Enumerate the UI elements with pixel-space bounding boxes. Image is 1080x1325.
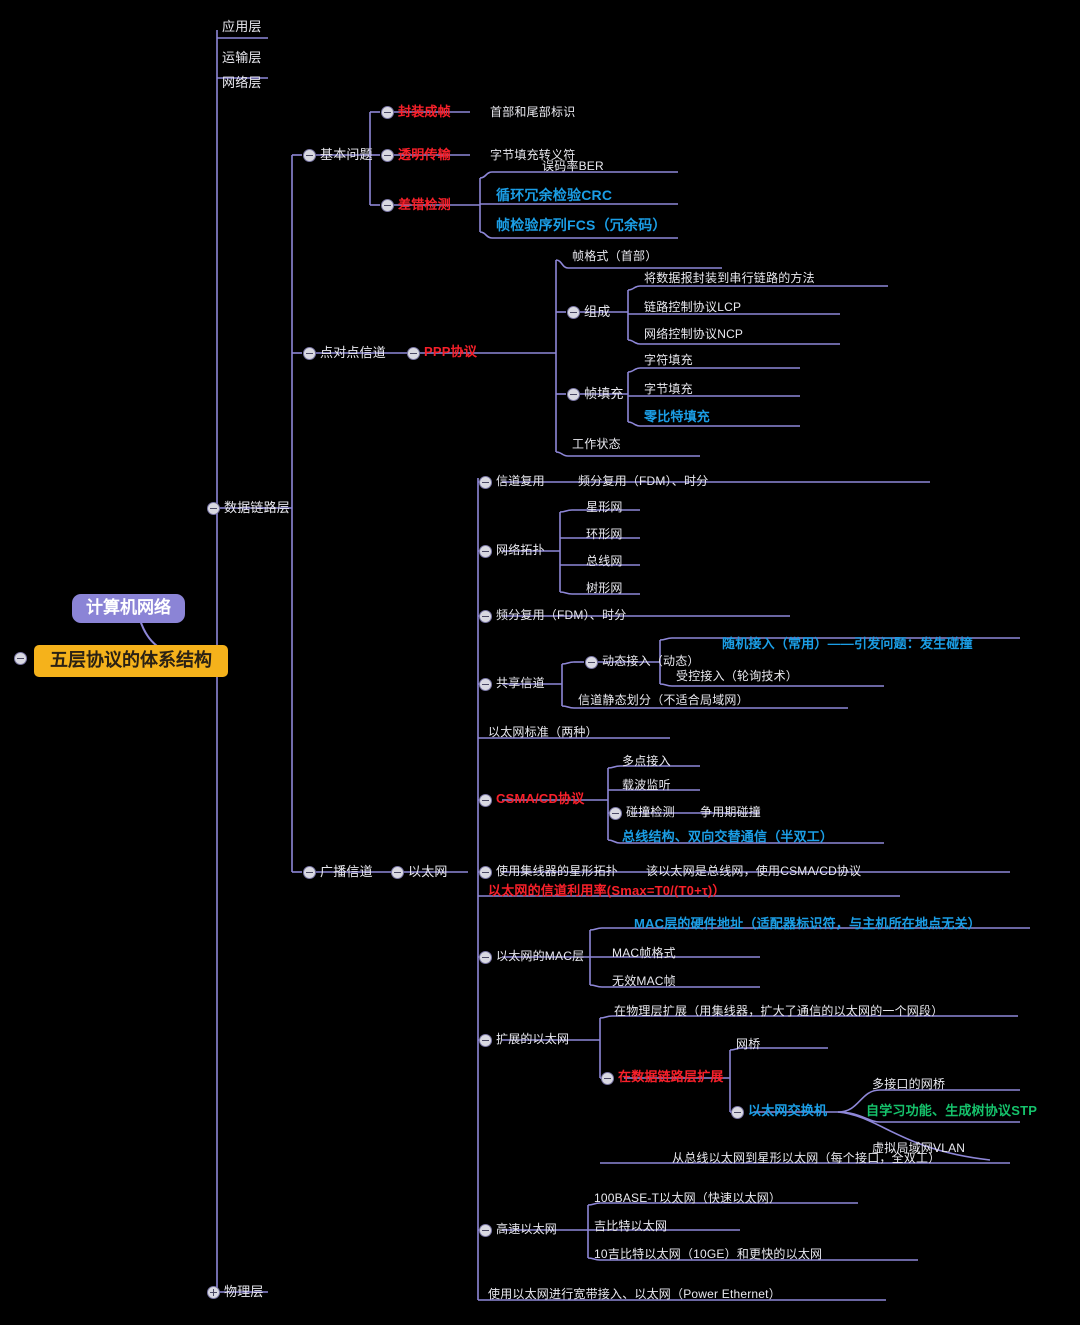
node-ppp-states[interactable]: 工作状态 <box>572 437 621 451</box>
shared-channel-expander[interactable] <box>479 678 492 691</box>
mac-layer-expander[interactable] <box>479 951 492 964</box>
node-multipoint-access[interactable]: 多点接入 <box>622 754 671 768</box>
node-static-channel-division[interactable]: 信道静态划分（不适合局域网） <box>578 693 749 707</box>
media-expander[interactable] <box>479 610 492 623</box>
topic-node[interactable]: 五层协议的体系结构 <box>34 645 228 677</box>
node-bridge[interactable]: 网桥 <box>736 1037 761 1051</box>
node-channel-media[interactable]: 频分复用（FDM）、时分 <box>496 608 627 622</box>
node-zero-bit-stuffing[interactable]: 零比特填充 <box>644 409 711 424</box>
node-multiport-bridge[interactable]: 多接口的网桥 <box>872 1077 946 1091</box>
node-shared-channel[interactable]: 共享信道 <box>496 676 545 690</box>
node-error-detection[interactable]: 差错检测 <box>398 197 451 212</box>
note-transparent-transmission: 字节填充转义符 <box>490 148 576 162</box>
node-ppp-stuffing[interactable]: 帧填充 <box>584 386 624 401</box>
note-ber: 误码率BER <box>542 159 604 173</box>
ppp-stuffing-expander[interactable] <box>567 388 580 401</box>
node-byte-stuffing[interactable]: 字节填充 <box>644 382 693 396</box>
node-broadband-access[interactable]: 使用以太网进行宽带接入、以太网（Power Ethernet） <box>488 1287 781 1301</box>
note-contention-period: 争用期碰撞 <box>700 805 762 819</box>
note-ppp-stuffing: 字符填充 <box>644 353 693 367</box>
transparent-expander[interactable] <box>381 149 394 162</box>
node-lcp[interactable]: 链路控制协议LCP <box>644 300 742 314</box>
error-detect-expander[interactable] <box>381 199 394 212</box>
mux-expander[interactable] <box>479 476 492 489</box>
dynamic-access-expander[interactable] <box>585 656 598 669</box>
node-fast-ethernet[interactable]: 高速以太网 <box>496 1222 558 1236</box>
note-bus-to-star-ethernet: 从总线以太网到星形以太网（每个接口，全双工） <box>672 1151 941 1165</box>
node-point-to-point[interactable]: 点对点信道 <box>320 345 387 360</box>
hub-topology-expander[interactable] <box>479 866 492 879</box>
node-datalink-extension[interactable]: 在数据链路层扩展 <box>618 1069 724 1084</box>
node-bus-halfduplex[interactable]: 总线结构、双向交替通信（半双工） <box>622 829 834 844</box>
note-ppp-composition: 将数据报封装到串行链路的方法 <box>644 271 815 285</box>
layer-application[interactable]: 应用层 <box>222 19 262 34</box>
layer-transport[interactable]: 运输层 <box>222 50 262 65</box>
framing-expander[interactable] <box>381 106 394 119</box>
layer-physical-expander[interactable] <box>207 1286 220 1299</box>
node-collision-detection[interactable]: 碰撞检测 <box>626 805 675 819</box>
node-invalid-mac-frame[interactable]: 无效MAC帧 <box>612 974 676 988</box>
broadcast-expander[interactable] <box>303 866 316 879</box>
node-100base-t[interactable]: 100BASE-T以太网（快速以太网） <box>594 1191 782 1205</box>
node-extended-ethernet[interactable]: 扩展的以太网 <box>496 1032 570 1046</box>
layer-network[interactable]: 网络层 <box>222 75 262 90</box>
node-fcs[interactable]: 帧检验序列FCS（冗余码） <box>496 217 667 233</box>
fast-ethernet-expander[interactable] <box>479 1224 492 1237</box>
node-10ge-ethernet[interactable]: 10吉比特以太网（10GE）和更快的以太网 <box>594 1247 823 1261</box>
node-basic-problem[interactable]: 基本问题 <box>320 147 373 162</box>
node-broadcast-channel[interactable]: 广播信道 <box>320 864 373 879</box>
node-vlan[interactable]: 虚拟局域网VLAN <box>872 1141 966 1155</box>
datalink-extension-expander[interactable] <box>601 1072 614 1085</box>
node-gigabit-ethernet[interactable]: 吉比特以太网 <box>594 1219 668 1233</box>
node-dynamic-access[interactable]: 动态接入（动态） <box>602 654 700 668</box>
node-mac-hardware-address[interactable]: MAC层的硬件地址（适配器标识符，与主机所在地点无关） <box>634 916 982 931</box>
ethernet-expander[interactable] <box>391 866 404 879</box>
ppp-expander[interactable] <box>407 347 420 360</box>
node-mac-layer[interactable]: 以太网的MAC层 <box>496 949 585 963</box>
csmacd-expander[interactable] <box>479 794 492 807</box>
node-hub-star-topology[interactable]: 使用集线器的星形拓扑 <box>496 864 619 878</box>
node-random-access[interactable]: 随机接入（常用）——引发问题：发生碰撞 <box>722 636 973 651</box>
node-star-network[interactable]: 星形网 <box>586 500 623 514</box>
topology-expander[interactable] <box>479 545 492 558</box>
node-ppp-frame-format[interactable]: 帧格式（首部） <box>572 249 658 263</box>
p2p-expander[interactable] <box>303 347 316 360</box>
node-tree-network[interactable]: 树形网 <box>586 581 623 595</box>
node-ncp[interactable]: 网络控制协议NCP <box>644 327 744 341</box>
node-ppp-protocol[interactable]: PPP协议 <box>424 344 478 359</box>
node-mac-frame-format[interactable]: MAC帧格式 <box>612 946 676 960</box>
root-node[interactable]: 计算机网络 <box>72 594 185 623</box>
note-channel-multiplexing: 频分复用（FDM）、时分 <box>578 474 709 488</box>
node-csmacd-protocol[interactable]: CSMA/CD协议 <box>496 791 585 806</box>
switch-expander[interactable] <box>731 1106 744 1119</box>
node-ethernet[interactable]: 以太网 <box>408 864 448 879</box>
extended-ethernet-expander[interactable] <box>479 1034 492 1047</box>
node-network-topology[interactable]: 网络拓扑 <box>496 543 545 557</box>
node-ethernet-switch[interactable]: 以太网交换机 <box>748 1103 828 1118</box>
node-carrier-sense[interactable]: 载波监听 <box>622 778 671 792</box>
layer-datalink[interactable]: 数据链路层 <box>224 500 291 515</box>
node-channel-utilization[interactable]: 以太网的信道利用率(Smax=T0/(T0+τ)） <box>488 883 726 898</box>
node-self-learning-stp[interactable]: 自学习功能、生成树协议STP <box>866 1103 1038 1118</box>
note-framing: 首部和尾部标识 <box>490 105 576 119</box>
node-ppp-composition[interactable]: 组成 <box>584 304 611 319</box>
node-ring-network[interactable]: 环形网 <box>586 527 623 541</box>
node-controlled-access[interactable]: 受控接入（轮询技术） <box>676 669 799 683</box>
node-channel-multiplexing[interactable]: 信道复用 <box>496 474 545 488</box>
note-hub-star-topology: 该以太网是总线网，使用CSMA/CD协议 <box>646 864 862 878</box>
collision-detect-expander[interactable] <box>609 807 622 820</box>
layer-physical[interactable]: 物理层 <box>224 1284 264 1299</box>
topic-expander[interactable] <box>14 652 27 665</box>
node-ethernet-standard[interactable]: 以太网标准（两种） <box>488 725 598 739</box>
node-transparent-transmission[interactable]: 透明传输 <box>398 147 451 162</box>
node-bus-network[interactable]: 总线网 <box>586 554 623 568</box>
note-physical-layer-extension: 在物理层扩展（用集线器，扩大了通信的以太网的一个网段） <box>614 1004 944 1018</box>
node-framing[interactable]: 封装成帧 <box>398 104 451 119</box>
node-crc[interactable]: 循环冗余检验CRC <box>496 187 613 203</box>
layer-datalink-expander[interactable] <box>207 502 220 515</box>
basic-expander[interactable] <box>303 149 316 162</box>
ppp-composition-expander[interactable] <box>567 306 580 319</box>
